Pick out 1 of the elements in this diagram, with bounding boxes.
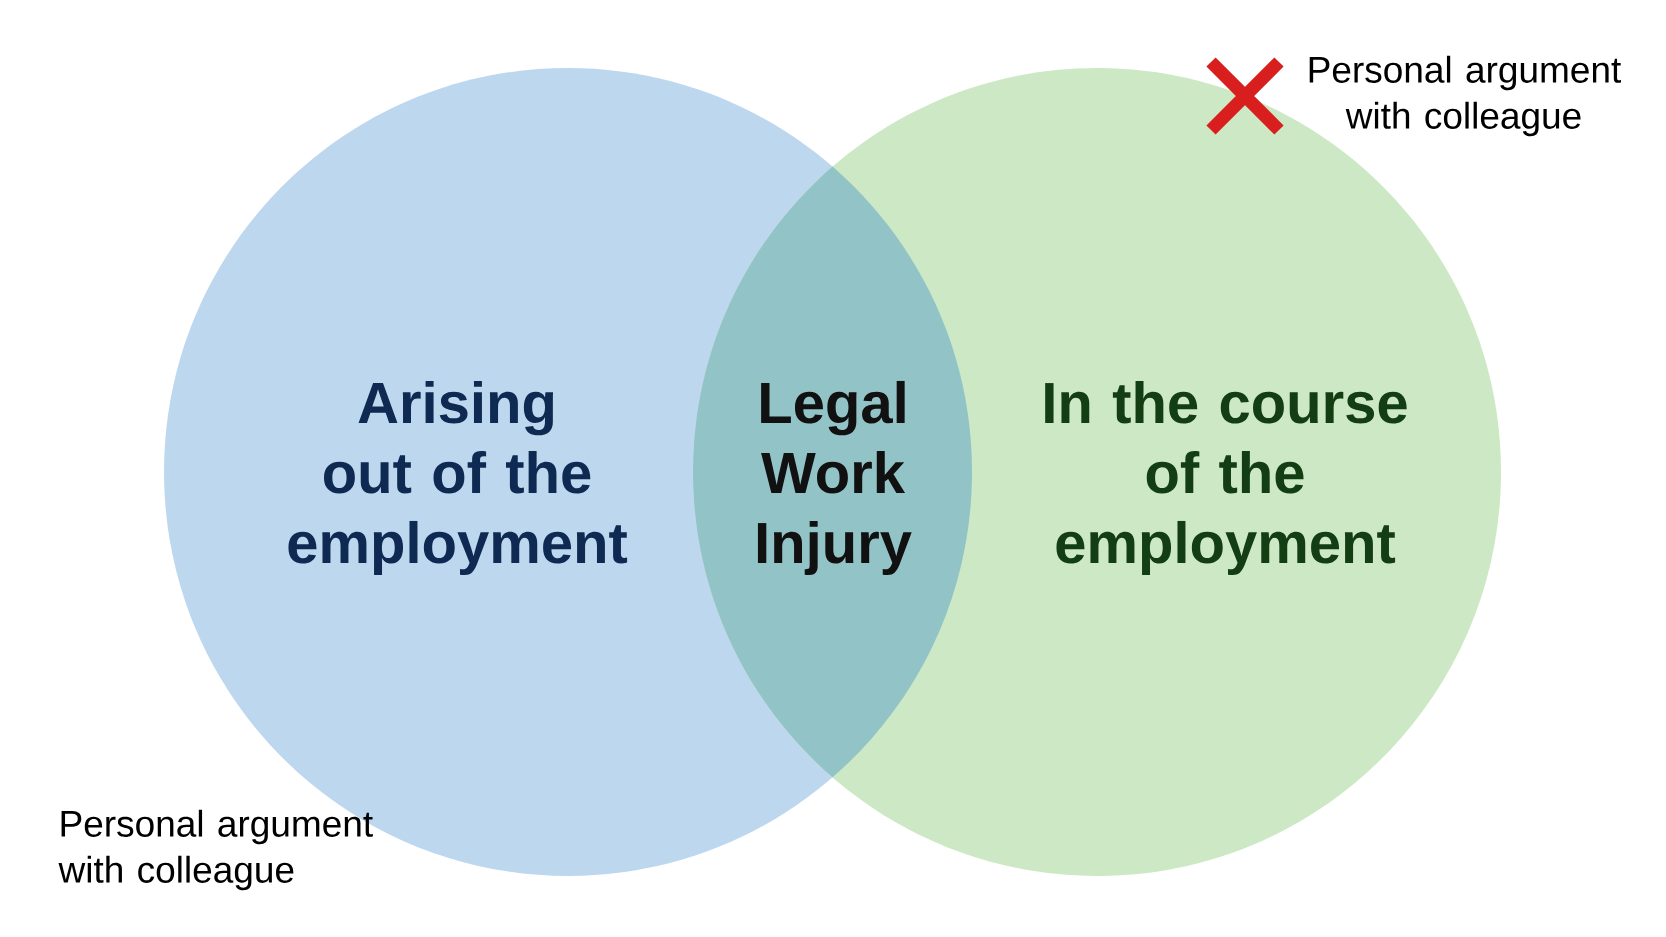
overlap-region: Legal Work Injury [757,380,912,575]
